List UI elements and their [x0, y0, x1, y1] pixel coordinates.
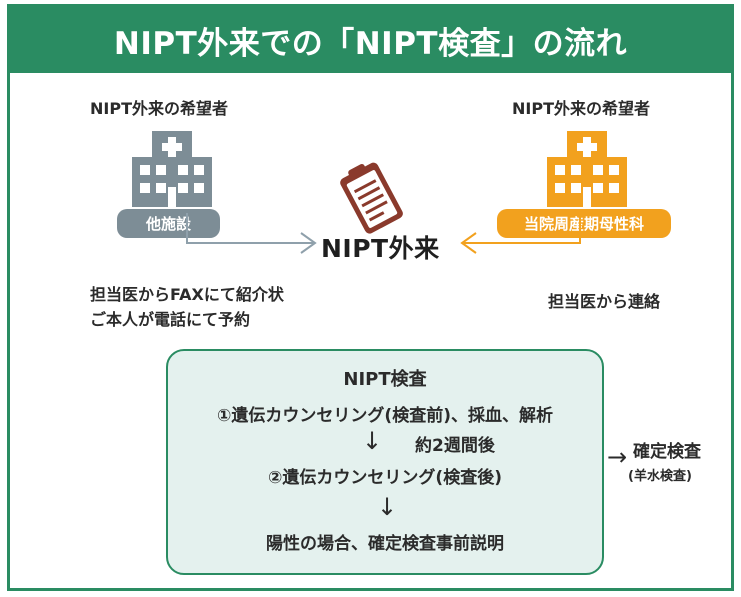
confirm-test-sub: (羊水検査) — [628, 469, 692, 484]
other-facility-badge: 他施設 — [117, 209, 220, 238]
right-arrow-icon: → — [607, 443, 628, 471]
our-hospital-badge: 当院周産期母性科 — [497, 209, 671, 238]
step3-text: 陽性の場合、確定検査事前説明 — [266, 534, 504, 554]
gray-arrow — [186, 213, 317, 254]
orange-arrow — [460, 213, 581, 254]
left-note-line2: ご本人が電話にて予約 — [90, 310, 251, 329]
hospital-building-icon — [547, 131, 627, 207]
nipt-test-box: NIPT検査 ①遺伝カウンセリング(検査前)、採血、解析 ↓ 約2週間後 ②遺伝… — [166, 349, 604, 575]
down-arrow-icon: ↓ — [362, 427, 383, 455]
right-applicant-label: NIPT外来の希望者 — [512, 99, 650, 118]
left-applicant-label: NIPT外来の希望者 — [90, 99, 228, 118]
nipt-outpatient-label: NIPT外来 — [321, 234, 440, 263]
step1-text: ①遺伝カウンセリング(検査前)、採血、解析 — [217, 406, 553, 426]
left-note-line1: 担当医からFAXにて紹介状 — [90, 285, 284, 304]
interval-text: 約2週間後 — [415, 436, 495, 456]
box-title: NIPT検査 — [343, 369, 427, 390]
hospital-building-icon — [132, 131, 212, 207]
right-note: 担当医から連絡 — [548, 292, 661, 311]
down-arrow-icon: ↓ — [377, 493, 398, 521]
page-title: NIPT外来での「NIPT検査」の流れ — [10, 7, 731, 73]
clipboard-icon — [340, 162, 403, 234]
step2-text: ②遺伝カウンセリング(検査後) — [268, 468, 502, 488]
confirm-test-label: 確定検査 — [633, 442, 701, 462]
diagram-frame: NIPT外来での「NIPT検査」の流れ NIPT外来の希望者 他施設 NIPT外… — [7, 4, 734, 591]
